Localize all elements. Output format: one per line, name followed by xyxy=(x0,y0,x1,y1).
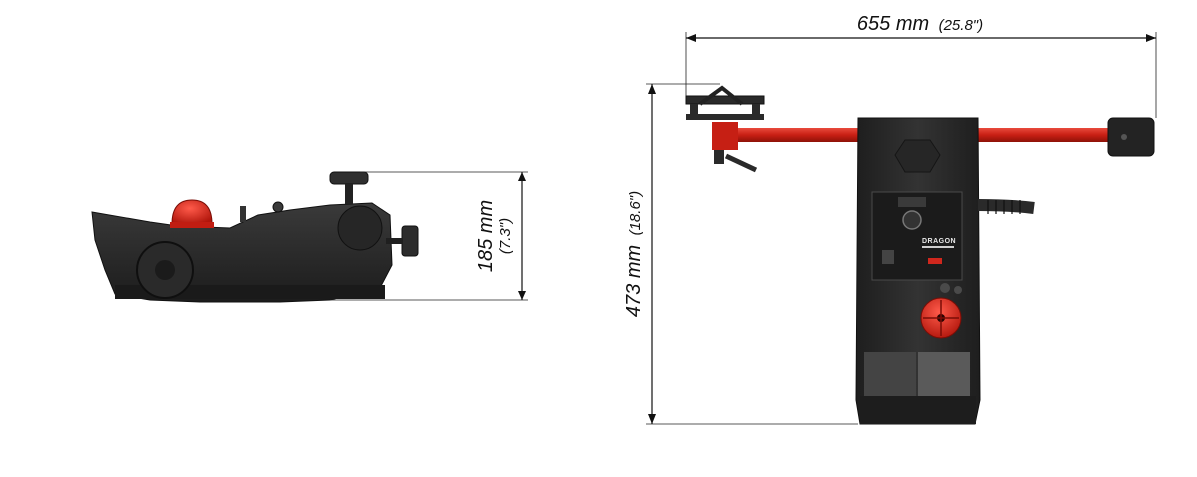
front-display xyxy=(898,197,926,207)
side-drum xyxy=(337,205,383,251)
front-rail-clamp xyxy=(685,85,765,173)
front-lower-panel-right xyxy=(918,352,970,396)
front-width-main: 655 mm xyxy=(857,13,929,35)
front-width-dimension: 655 mm (25.8") xyxy=(685,13,1157,118)
front-brand-label: DRAGON xyxy=(922,238,956,245)
side-wheel-hub xyxy=(155,260,175,280)
side-view-machine xyxy=(91,171,419,303)
front-height-dimension: 473 mm (18.6") xyxy=(623,83,858,425)
front-width-sub: (25.8") xyxy=(939,17,984,34)
front-height-label: 473 mm (18.6") xyxy=(623,191,645,317)
front-end-cap xyxy=(1107,117,1155,157)
side-top-knob xyxy=(329,171,369,185)
front-cable xyxy=(977,199,1035,214)
side-button xyxy=(272,201,284,213)
front-height-sub: (18.6") xyxy=(627,191,644,236)
front-view-machine: DRAGON xyxy=(685,85,1155,425)
front-red-indicator xyxy=(928,258,942,264)
front-lower-panel-left xyxy=(864,352,916,396)
side-right-knob xyxy=(401,225,419,257)
side-height-main: 185 mm xyxy=(475,200,497,272)
side-height-sub: (7.3") xyxy=(497,218,514,254)
front-height-main: 473 mm xyxy=(623,245,645,317)
side-height-dimension: 185 mm (7.3") xyxy=(330,171,528,301)
side-red-knob xyxy=(171,199,213,225)
front-top-knob xyxy=(894,139,941,173)
front-width-label: 655 mm (25.8") xyxy=(857,13,983,35)
side-switch xyxy=(240,206,246,222)
front-dial xyxy=(902,210,922,230)
